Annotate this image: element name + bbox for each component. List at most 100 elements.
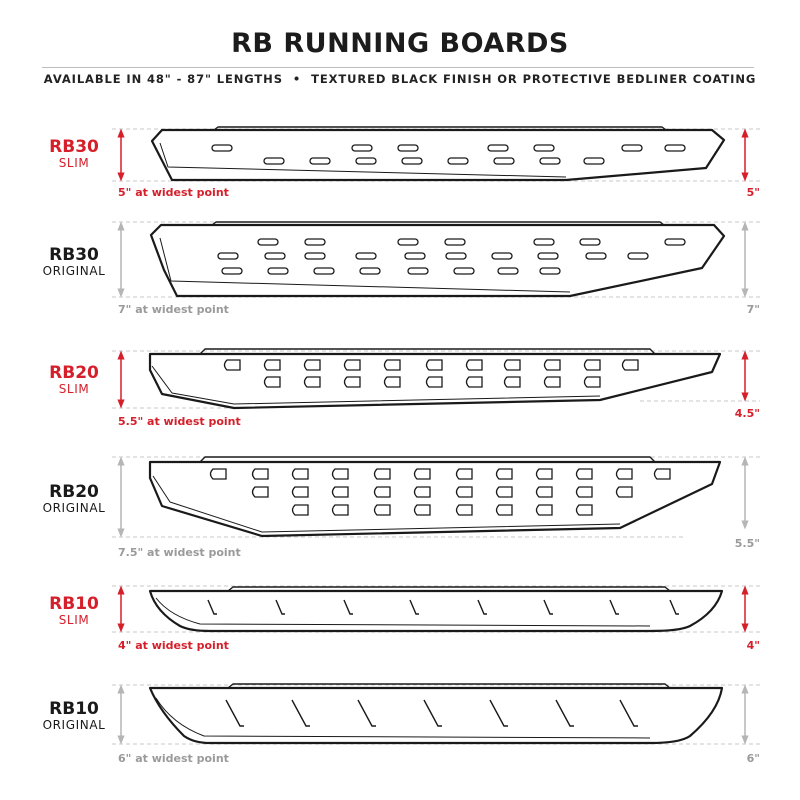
width-note-rb10-slim: 4" at widest point: [118, 639, 229, 652]
cutout: [373, 504, 391, 516]
slot: [263, 157, 285, 165]
cutout: [413, 486, 431, 498]
model-name: RB10: [49, 699, 99, 719]
slot: [211, 144, 233, 152]
slot: [304, 238, 326, 246]
model-name: RB30: [49, 137, 99, 157]
slot: [539, 267, 561, 275]
slot: [221, 267, 243, 275]
cutout: [383, 359, 401, 371]
slot: [397, 238, 419, 246]
model-label-rb10-original: RB10 ORIGINAL: [22, 700, 126, 732]
cutout: [535, 504, 553, 516]
title-divider: [42, 67, 754, 68]
model-variant: SLIM: [58, 381, 90, 396]
cutout: [535, 468, 553, 480]
dimension-rb10-slim: 4": [746, 639, 760, 652]
cutout: [291, 468, 309, 480]
tread-line: [423, 699, 442, 727]
cutout: [455, 504, 473, 516]
cutout: [543, 359, 561, 371]
slot: [404, 252, 426, 260]
tread-line: [477, 599, 487, 615]
slot: [355, 252, 377, 260]
slot: [445, 252, 467, 260]
model-variant: SLIM: [58, 155, 90, 170]
cutout: [621, 359, 639, 371]
model-label-rb10-slim: RB10 SLIM: [22, 595, 126, 627]
slot: [447, 157, 469, 165]
dimension-rb10-original: 6": [746, 752, 760, 765]
cutout: [455, 486, 473, 498]
slot: [585, 252, 607, 260]
cutout: [575, 504, 593, 516]
tread-line: [343, 599, 353, 615]
cutout: [503, 376, 521, 388]
cutout: [455, 468, 473, 480]
slot: [583, 157, 605, 165]
subtitle-lengths: AVAILABLE IN 48" - 87" LENGTHS: [43, 72, 283, 86]
slot: [453, 267, 475, 275]
slot: [309, 157, 331, 165]
cutout: [535, 486, 553, 498]
slot: [407, 267, 429, 275]
tread-line: [207, 599, 217, 615]
cutout: [373, 468, 391, 480]
tread-line: [555, 699, 574, 727]
cutout: [343, 359, 361, 371]
slot: [533, 144, 555, 152]
cutout: [263, 359, 281, 371]
model-label-rb30-slim: RB30 SLIM: [22, 138, 126, 170]
cutout: [495, 486, 513, 498]
slot: [487, 144, 509, 152]
slot: [664, 144, 686, 152]
tread-line: [409, 599, 419, 615]
cutout: [425, 376, 443, 388]
tread-line: [275, 599, 285, 615]
slot: [304, 252, 326, 260]
cutout: [413, 468, 431, 480]
width-note-rb30-slim: 5" at widest point: [118, 186, 229, 199]
cutout: [413, 504, 431, 516]
width-note-rb30-original: 7" at widest point: [118, 303, 229, 316]
slot: [264, 252, 286, 260]
cutout: [291, 486, 309, 498]
model-variant: ORIGINAL: [42, 717, 106, 732]
model-name: RB30: [49, 245, 99, 265]
slot: [351, 144, 373, 152]
board-rb30-slim: [150, 126, 726, 182]
dimension-rb20-original: 5.5": [734, 537, 760, 550]
model-label-rb20-original: RB20 ORIGINAL: [22, 483, 126, 515]
dimension-rb30-slim: 5": [746, 186, 760, 199]
cutout: [263, 376, 281, 388]
dimension-rb20-slim: 4.5": [734, 407, 760, 420]
subtitle-separator: •: [292, 72, 302, 86]
model-variant: ORIGINAL: [42, 500, 106, 515]
cutout: [303, 359, 321, 371]
cutout: [465, 376, 483, 388]
model-label-rb30-original: RB30 ORIGINAL: [22, 246, 126, 278]
slot: [497, 267, 519, 275]
cutout: [209, 468, 227, 480]
slot: [493, 157, 515, 165]
tread-line: [489, 699, 508, 727]
cutout: [543, 376, 561, 388]
tread-line: [225, 699, 244, 727]
cutout: [575, 486, 593, 498]
slot: [444, 238, 466, 246]
model-name: RB10: [49, 594, 99, 614]
page-title: RB RUNNING BOARDS: [231, 28, 569, 59]
slot: [267, 267, 289, 275]
cutout: [465, 359, 483, 371]
cutout: [251, 486, 269, 498]
cutout: [575, 468, 593, 480]
cutout: [615, 486, 633, 498]
cutout: [291, 504, 309, 516]
slot: [401, 157, 423, 165]
slot: [397, 144, 419, 152]
cutout: [251, 468, 269, 480]
model-variant: SLIM: [58, 612, 90, 627]
cutout: [303, 376, 321, 388]
width-note-rb20-original: 7.5" at widest point: [118, 546, 241, 559]
